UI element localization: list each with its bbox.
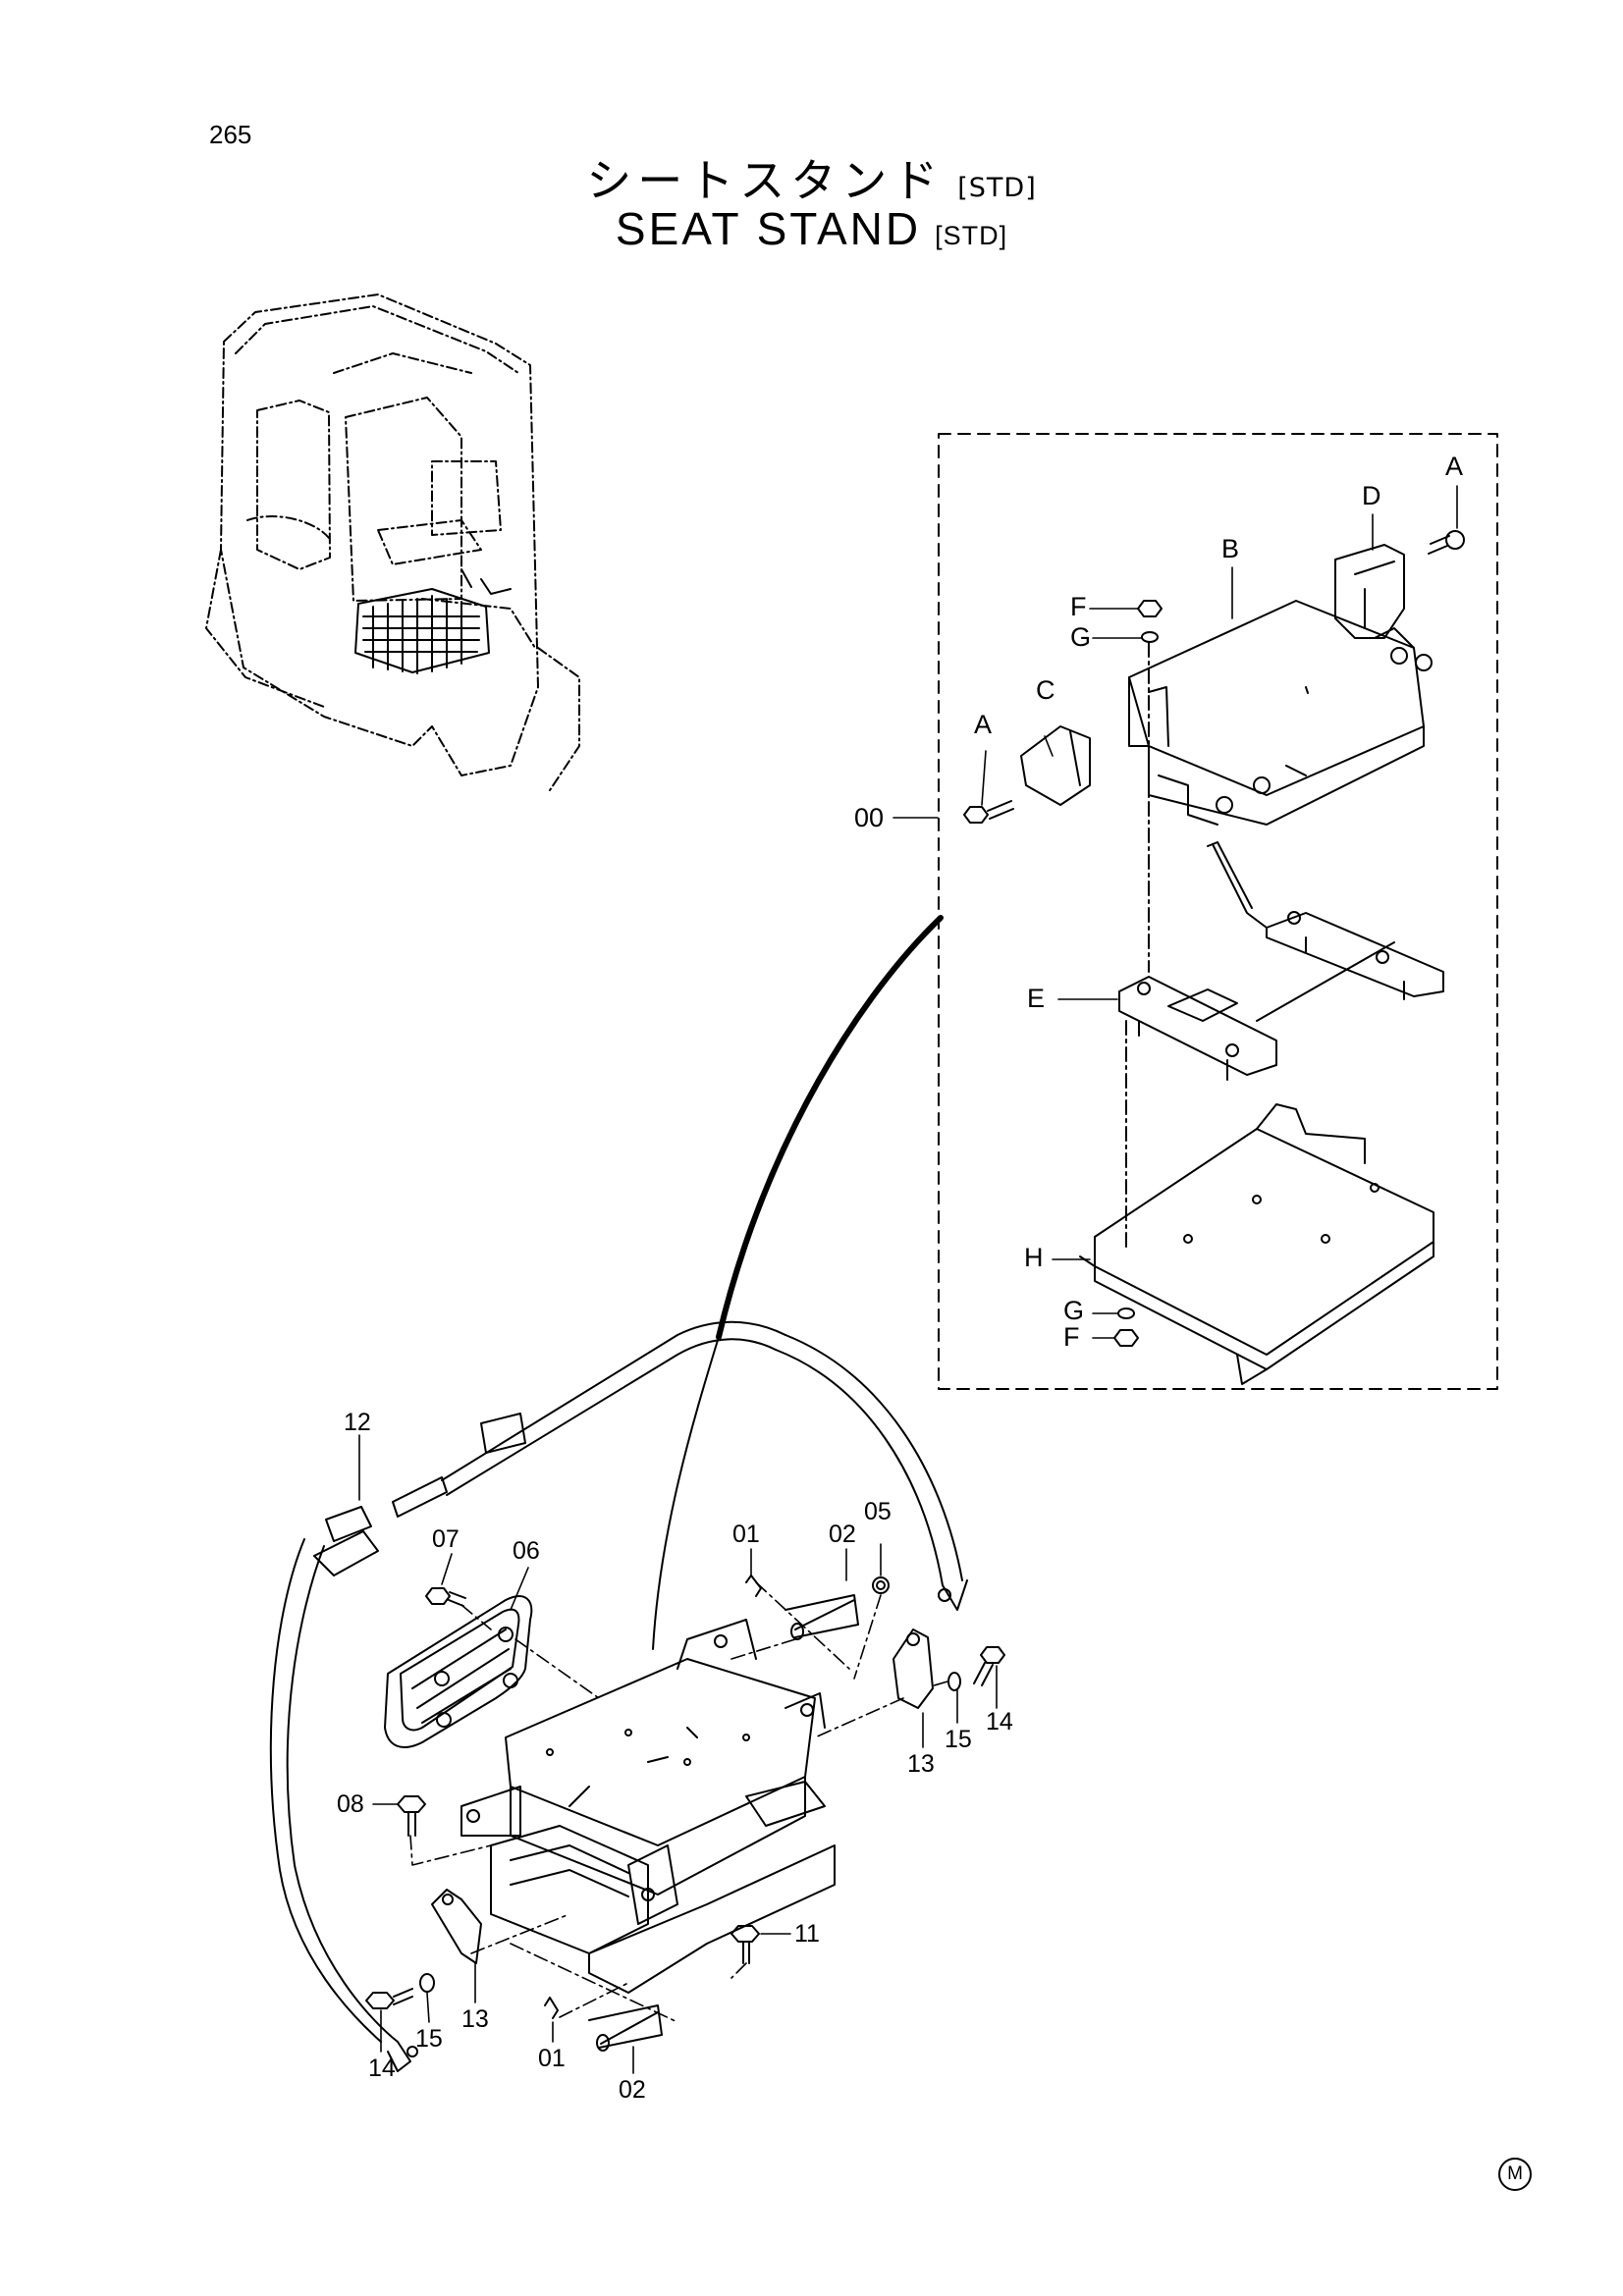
callout-02-top: 02 <box>829 1521 856 1548</box>
callout-02-bottom: 02 <box>619 2076 646 2104</box>
nut-f-top <box>1137 600 1163 617</box>
bolt-11 <box>730 1925 760 1964</box>
title-english-text: SEAT STAND <box>615 203 922 254</box>
bracket-d <box>1334 544 1405 639</box>
bolt-a-top <box>1428 530 1465 555</box>
assembly-link-curve <box>716 915 944 1340</box>
callout-14-right: 14 <box>986 1708 1013 1735</box>
bracket-c <box>1020 725 1091 806</box>
nut-f-bottom <box>1113 1329 1139 1347</box>
corner-mark: M <box>1498 2158 1532 2191</box>
lower-leader-lines <box>358 1434 998 2074</box>
title-japanese-text: シートスタンド <box>586 154 945 207</box>
callout-06: 06 <box>513 1537 540 1565</box>
bolt-14-left <box>365 1988 413 2009</box>
pin-set-bottom <box>544 1997 663 2052</box>
callout-h: H <box>1024 1243 1044 1272</box>
callout-13-left: 13 <box>461 2005 489 2033</box>
callout-15-right: 15 <box>945 1726 972 1753</box>
pin-set-top <box>745 1575 890 1640</box>
callout-g-bottom: G <box>1063 1296 1085 1325</box>
title-english: SEAT STAND [STD] <box>0 202 1623 255</box>
callout-g-top: G <box>1070 622 1092 652</box>
assembly-link-curve-thin <box>652 1336 720 1650</box>
callout-11: 11 <box>794 1920 820 1948</box>
callout-15-left: 15 <box>415 2025 443 2053</box>
washer-15-left <box>419 1973 435 1993</box>
title-japanese: シートスタンド [STD] <box>0 145 1623 210</box>
callout-e: E <box>1027 984 1046 1013</box>
seat-stand-main <box>460 1619 836 1994</box>
excavator-cab-overview <box>205 294 580 791</box>
callout-14-left: 14 <box>368 2055 396 2082</box>
bolt-08 <box>397 1795 426 1837</box>
callout-08: 08 <box>337 1790 364 1818</box>
callout-a-left: A <box>974 710 993 739</box>
callout-c: C <box>1036 675 1055 705</box>
callout-12: 12 <box>344 1409 371 1436</box>
page-number: 265 <box>209 120 252 149</box>
base-plate-h <box>1079 1103 1434 1385</box>
callout-07: 07 <box>432 1525 460 1553</box>
washer-g-bottom <box>1117 1308 1135 1319</box>
callout-01-top: 01 <box>732 1521 760 1548</box>
callout-13-right: 13 <box>907 1750 935 1778</box>
title-japanese-tag: [STD] <box>957 173 1037 203</box>
callout-01-bottom: 01 <box>538 2045 566 2072</box>
callout-05: 05 <box>864 1498 892 1525</box>
armrest-pad <box>384 1595 533 1748</box>
seat-stand-highlight <box>354 568 512 674</box>
title-english-tag: [STD] <box>935 221 1008 250</box>
callout-f-top: F <box>1070 592 1087 621</box>
washer-g-top <box>1141 631 1159 643</box>
callout-d: D <box>1362 481 1381 510</box>
callout-f-bottom: F <box>1063 1322 1080 1352</box>
washer-15-right <box>947 1672 961 1691</box>
slide-rail-e <box>1118 841 1444 1081</box>
bracket-13-right <box>893 1629 934 1709</box>
callout-b: B <box>1221 534 1240 563</box>
bolt-14-right <box>973 1646 1005 1686</box>
lower-alignment-lines <box>409 1581 948 2023</box>
assembly-boundary <box>938 433 1498 1390</box>
seat-belt <box>269 1320 968 2072</box>
callout-assembly-00: 00 <box>854 803 885 832</box>
callout-a-top: A <box>1445 452 1464 481</box>
bracket-13-left <box>431 1889 482 1964</box>
box-leader-lines <box>893 485 1458 1339</box>
bolt-07 <box>425 1587 466 1607</box>
bolt-a-left <box>963 800 1014 824</box>
